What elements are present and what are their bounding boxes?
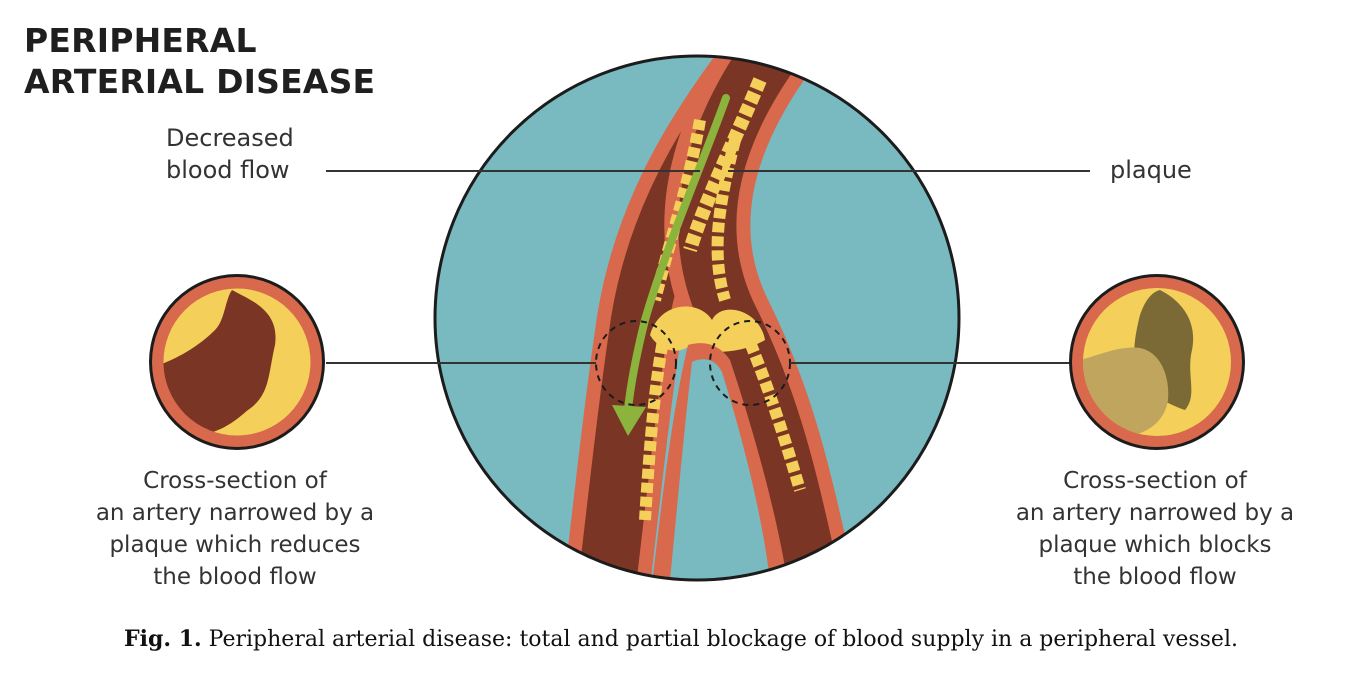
right-caption-line-1: Cross-section of [1063,468,1247,494]
right-caption-line-3: plaque which blocks [1038,532,1272,558]
right-caption-line-4: the blood flow [1073,564,1237,590]
plaque-label-text: plaque [1110,156,1192,184]
left-caption-line-1: Cross-section of [143,468,327,494]
figure-number: Fig. 1. [124,626,202,652]
title-line-2: ARTERIAL DISEASE [24,62,376,101]
left-caption-line-4: the blood flow [153,564,317,590]
cross-section-right-caption: Cross-section of an artery narrowed by a… [980,465,1330,593]
cross-section-blocked [1069,274,1245,450]
plaque-label: plaque [1110,154,1192,186]
diagram-title: PERIPHERAL ARTERIAL DISEASE [24,20,375,102]
right-caption-line-2: an artery narrowed by a [1015,500,1295,526]
flow-label-line-1: Decreased [166,124,294,152]
flow-label-line-2: blood flow [166,156,290,184]
cross-section-reduced [149,274,325,450]
highlight-left [595,320,677,406]
title-line-1: PERIPHERAL [24,21,257,60]
zoom-circle [433,54,961,582]
left-caption-line-2: an artery narrowed by a [95,500,375,526]
figure-caption-text: Peripheral arterial disease: total and p… [208,627,1238,652]
flow-arrow-head [612,405,646,436]
left-caption-line-3: plaque which reduces [109,532,361,558]
cross-section-left-caption: Cross-section of an artery narrowed by a… [60,465,410,593]
decreased-blood-flow-label: Decreased blood flow [166,122,326,186]
figure-caption: Fig. 1. Peripheral arterial disease: tot… [0,626,1362,652]
flow-arrow [624,94,730,414]
